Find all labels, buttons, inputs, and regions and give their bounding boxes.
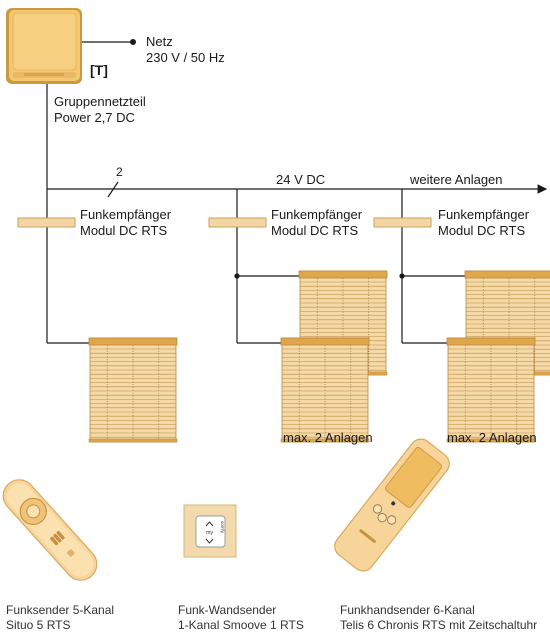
transmitter-caption-smoove: Funk-Wandsender 1-Kanal Smoove 1 RTS <box>178 603 304 633</box>
mains-terminal-dot <box>130 39 136 45</box>
max-systems-note-2: max. 2 Anlagen <box>447 430 537 445</box>
transmitter-model: Telis 6 Chronis RTS mit Zeitschaltuhr <box>340 618 538 632</box>
junction-dot-2 <box>234 273 240 279</box>
transmitter-model: 1-Kanal Smoove 1 RTS <box>178 618 304 632</box>
power-supply-model: Power 2,7 DC <box>54 110 135 125</box>
smoove-my-label: my <box>206 530 214 536</box>
mains-spec: 230 V / 50 Hz <box>146 50 225 65</box>
pleated-blinds <box>88 270 550 443</box>
receiver-model: Modul DC RTS <box>80 223 168 238</box>
situo-remote-icon <box>2 479 98 581</box>
transmitter-model: Situo 5 RTS <box>6 618 71 632</box>
telis-remote-icon <box>334 438 450 572</box>
blind-system-1 <box>88 337 178 443</box>
receiver-module-3 <box>373 217 432 228</box>
receiver-module-1 <box>17 217 76 228</box>
receiver-name: Funkempfänger <box>271 207 363 222</box>
power-supply-icon <box>6 8 82 84</box>
mains-title: Netz <box>146 34 173 49</box>
bus-voltage-label: 24 V DC <box>276 172 326 187</box>
receiver-name: Funkempfänger <box>438 207 530 222</box>
receiver-model: Modul DC RTS <box>271 223 359 238</box>
power-supply-name: Gruppennetzteil <box>54 94 146 109</box>
power-supply-type-marker: [T] <box>90 62 108 78</box>
transmitter-caption-situo: Funksender 5-Kanal Situo 5 RTS <box>6 603 114 633</box>
receiver-module-2 <box>208 217 267 228</box>
max-systems-note-1: max. 2 Anlagen <box>283 430 373 445</box>
receiver-label-1: Funkempfänger Modul DC RTS <box>80 207 171 239</box>
smoove-wall-switch-icon: my somfy <box>183 504 237 558</box>
junction-dot-3 <box>399 273 405 279</box>
wire-count-tick <box>107 181 119 198</box>
smoove-somfy-logo: somfy <box>220 521 225 534</box>
transmitter-type: Funksender 5-Kanal <box>6 603 115 617</box>
blind-system-2-front <box>280 337 370 443</box>
receiver-label-2: Funkempfänger Modul DC RTS <box>271 207 362 239</box>
receiver-model: Modul DC RTS <box>438 223 526 238</box>
mains-label: Netz 230 V / 50 Hz <box>146 34 225 66</box>
blind-system-3-front <box>446 337 536 443</box>
wire-count-label: 2 <box>116 165 123 179</box>
receiver-label-3: Funkempfänger Modul DC RTS <box>438 207 529 239</box>
power-supply-label: Gruppennetzteil Power 2,7 DC <box>54 94 146 126</box>
transmitter-caption-telis: Funkhandsender 6-Kanal Telis 6 Chronis R… <box>340 603 537 633</box>
more-systems-label: weitere Anlagen <box>410 172 503 187</box>
transmitter-type: Funkhandsender 6-Kanal <box>340 603 475 617</box>
wiring <box>46 41 548 344</box>
receiver-name: Funkempfänger <box>80 207 172 222</box>
transmitter-type: Funk-Wandsender <box>178 603 277 617</box>
